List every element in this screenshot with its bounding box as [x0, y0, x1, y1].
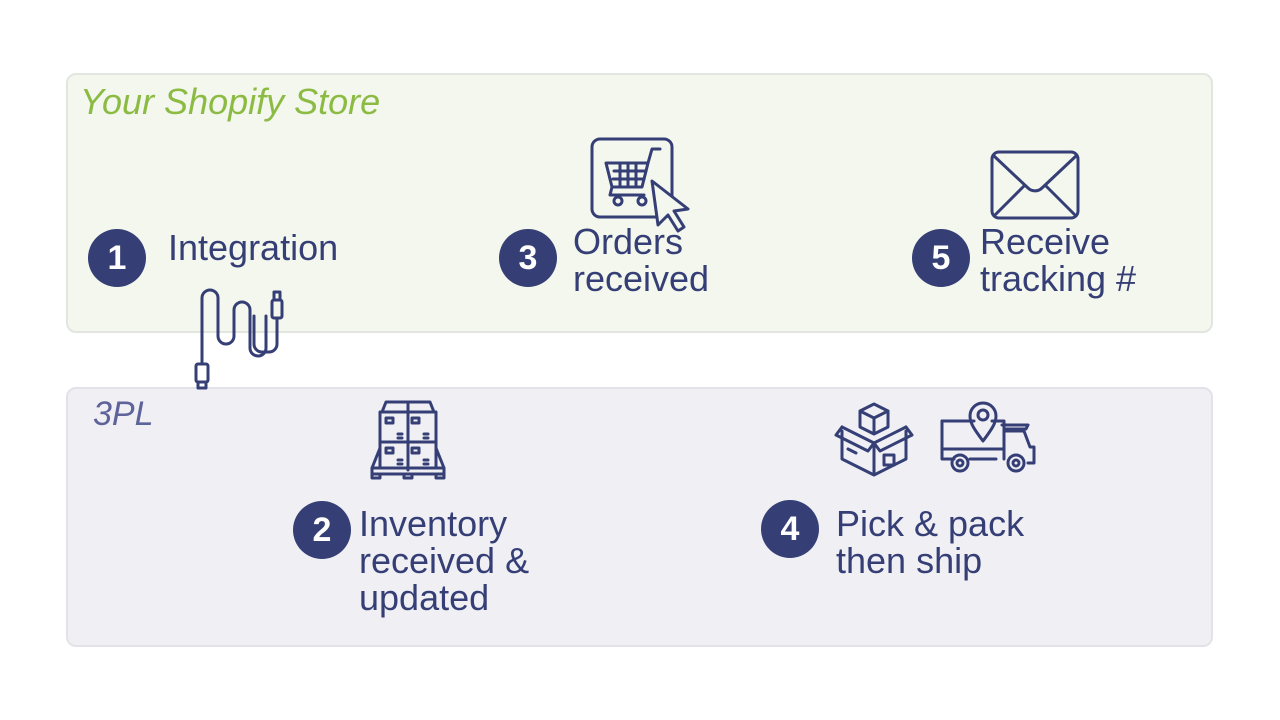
step-label: Orders received — [573, 221, 710, 299]
pallet-boxes-icon — [368, 400, 448, 480]
shopping-cart-click-icon — [590, 137, 694, 233]
step-label: Pick & pack then ship — [836, 503, 1025, 581]
step-label: Receive tracking # — [980, 221, 1137, 299]
envelope-icon — [990, 150, 1080, 220]
step-label: Integration — [168, 227, 339, 268]
open-box-icon — [834, 401, 914, 479]
step-badge: 5 — [912, 229, 970, 287]
step-receive-tracking: 5 Receive tracking # — [912, 223, 1136, 297]
step-badge: 3 — [499, 229, 557, 287]
step-badge: 2 — [293, 501, 351, 559]
step-orders-received: 3 Orders received — [499, 223, 709, 297]
step-inventory-received: 2 Inventory received & updated — [293, 501, 529, 616]
step-integration: 1 Integration — [88, 229, 338, 287]
panel-title-store: Your Shopify Store — [80, 81, 381, 122]
step-badge: 1 — [88, 229, 146, 287]
3pl-panel: 3PL — [66, 387, 1213, 647]
step-badge: 4 — [761, 500, 819, 558]
step-label: Inventory received & updated — [359, 503, 530, 618]
step-pick-pack-ship: 4 Pick & pack then ship — [761, 500, 1024, 579]
panel-title-3pl: 3PL — [93, 395, 154, 433]
usb-cable-icon — [190, 286, 295, 392]
delivery-truck-icon — [940, 401, 1036, 479]
